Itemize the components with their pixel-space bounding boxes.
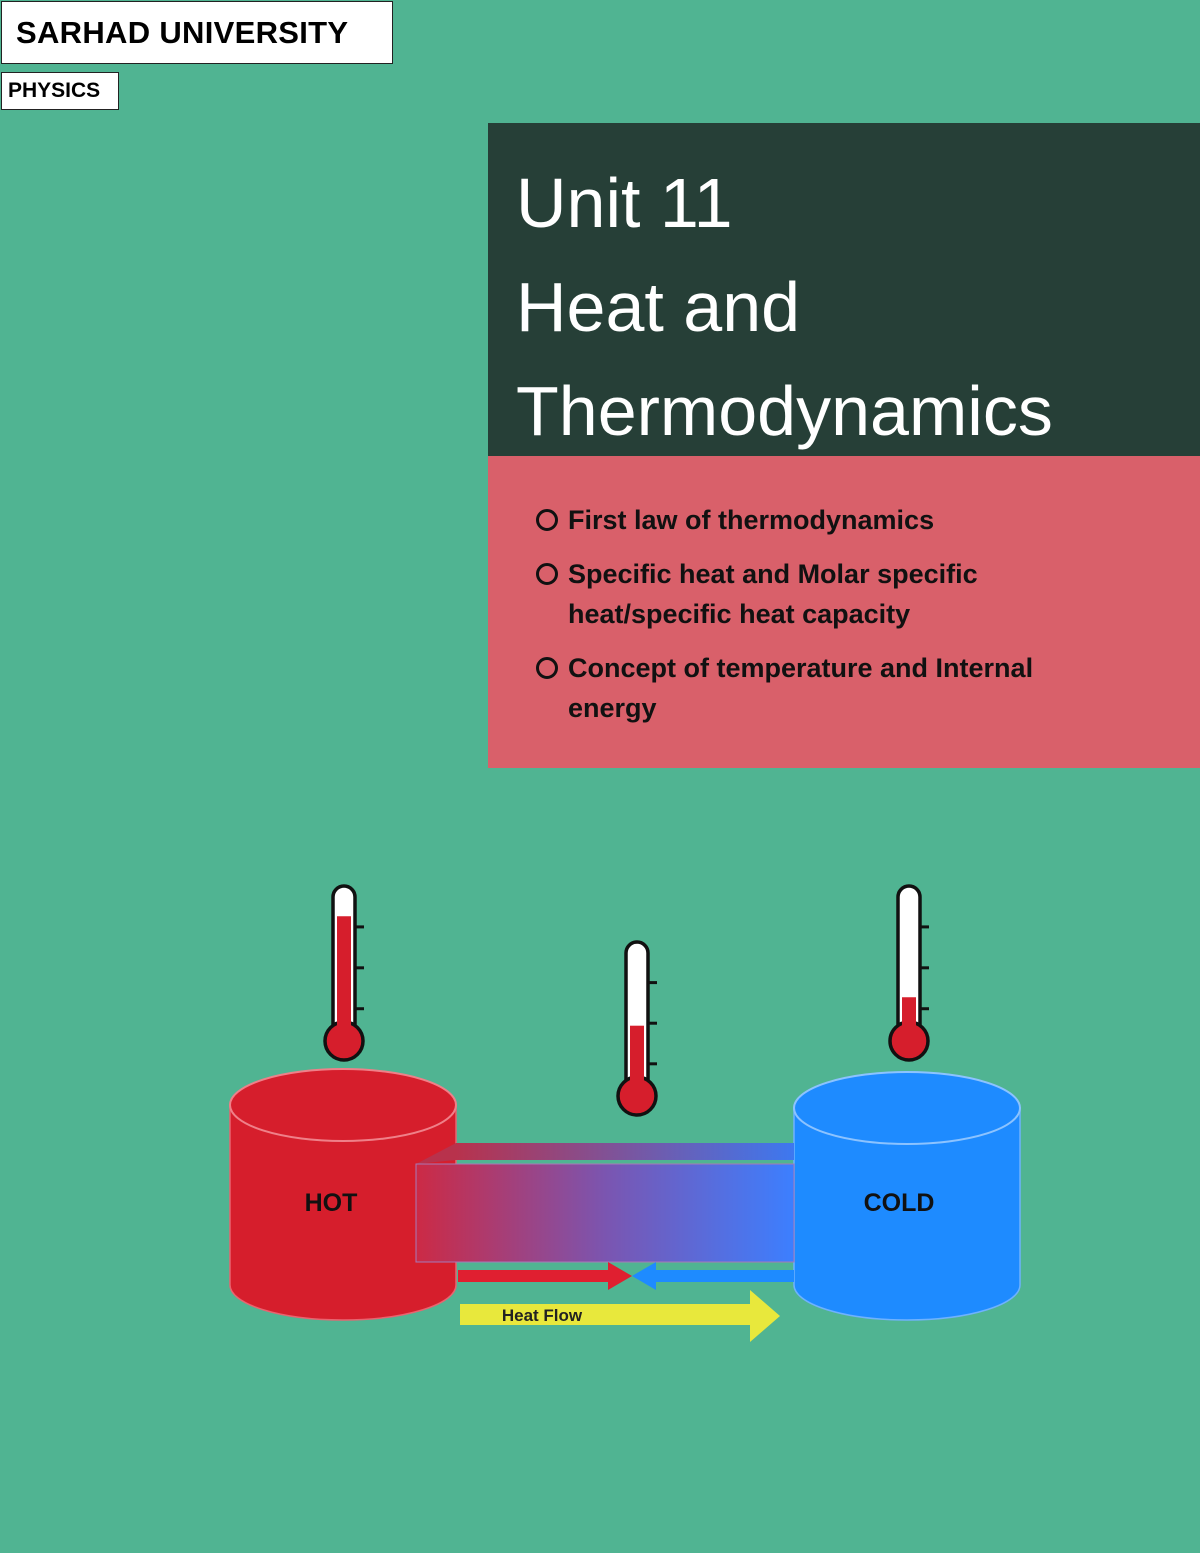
topic-text: Specific heat and Molar specific	[568, 559, 978, 589]
topics-list: First law of thermodynamics Specific hea…	[536, 500, 1160, 728]
thermometer-icon	[616, 940, 658, 1117]
topic-text: Concept of temperature and Internal	[568, 653, 1034, 683]
circle-bullet-icon	[536, 657, 558, 679]
cold-reservoir	[793, 1071, 1021, 1321]
topic-item: Concept of temperature and Internal ener…	[536, 648, 1160, 728]
conducting-bar	[415, 1143, 795, 1263]
institution-label: SARHAD UNIVERSITY	[16, 14, 349, 50]
circle-bullet-icon	[536, 509, 558, 531]
thermometer-icon	[888, 884, 930, 1062]
topic-text-cont: heat/specific heat capacity	[568, 599, 911, 629]
thermometer-icon	[323, 884, 365, 1062]
topic-text-cont: energy	[568, 693, 657, 723]
circle-bullet-icon	[536, 563, 558, 585]
institution-name: SARHAD UNIVERSITY	[1, 1, 393, 64]
subject-label: PHYSICS	[8, 79, 101, 102]
topic-item: Specific heat and Molar specific heat/sp…	[536, 554, 1160, 634]
cold-label: COLD	[864, 1189, 935, 1217]
hot-label: HOT	[305, 1189, 358, 1217]
heat-flow-diagram: HOT COLD Heat Flow	[229, 884, 1021, 1342]
hot-reservoir	[229, 1068, 457, 1321]
title-line-1: Heat and	[516, 268, 801, 346]
hot-to-cold-arrow	[458, 1262, 632, 1290]
topic-text: First law of thermodynamics	[568, 505, 935, 535]
topic-item: First law of thermodynamics	[536, 500, 1160, 540]
title-panel: Unit 11 Heat and Thermodynamics	[488, 123, 1200, 456]
heat-flow-label: Heat Flow	[502, 1306, 583, 1325]
unit-number: Unit 11	[516, 164, 733, 242]
topics-panel: First law of thermodynamics Specific hea…	[488, 456, 1200, 768]
subject-tag: PHYSICS	[1, 72, 119, 110]
cold-to-hot-arrow	[632, 1262, 794, 1290]
heat-flow-arrow	[460, 1290, 780, 1342]
title-line-2: Thermodynamics	[516, 372, 1053, 450]
